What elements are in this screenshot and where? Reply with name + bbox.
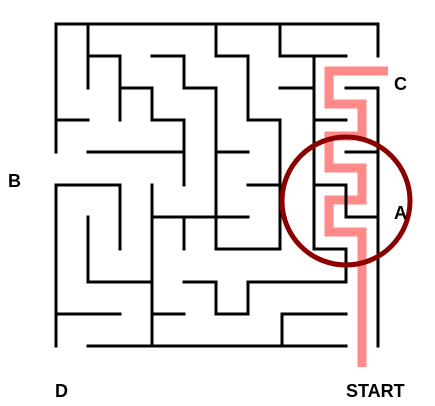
- maze-wall: [214, 22, 282, 251]
- maze-wall: [150, 54, 218, 251]
- maze-wall: [118, 86, 186, 187]
- maze-wall: [54, 183, 122, 251]
- maze-wall: [280, 312, 348, 348]
- label-d: D: [55, 381, 68, 401]
- label-a: A: [394, 203, 407, 223]
- maze-wall: [278, 22, 314, 58]
- maze-walls: [54, 22, 380, 348]
- highlight-circle: [279, 134, 413, 268]
- solution-path: [324, 66, 388, 367]
- maze-wall: [312, 183, 380, 219]
- label-start: START: [346, 381, 405, 401]
- inner-walls: [54, 22, 380, 348]
- label-c: C: [394, 74, 407, 94]
- maze-wall: [86, 215, 154, 284]
- label-b: B: [8, 171, 21, 191]
- maze-wall: [86, 54, 122, 122]
- maze-wall: [182, 54, 348, 316]
